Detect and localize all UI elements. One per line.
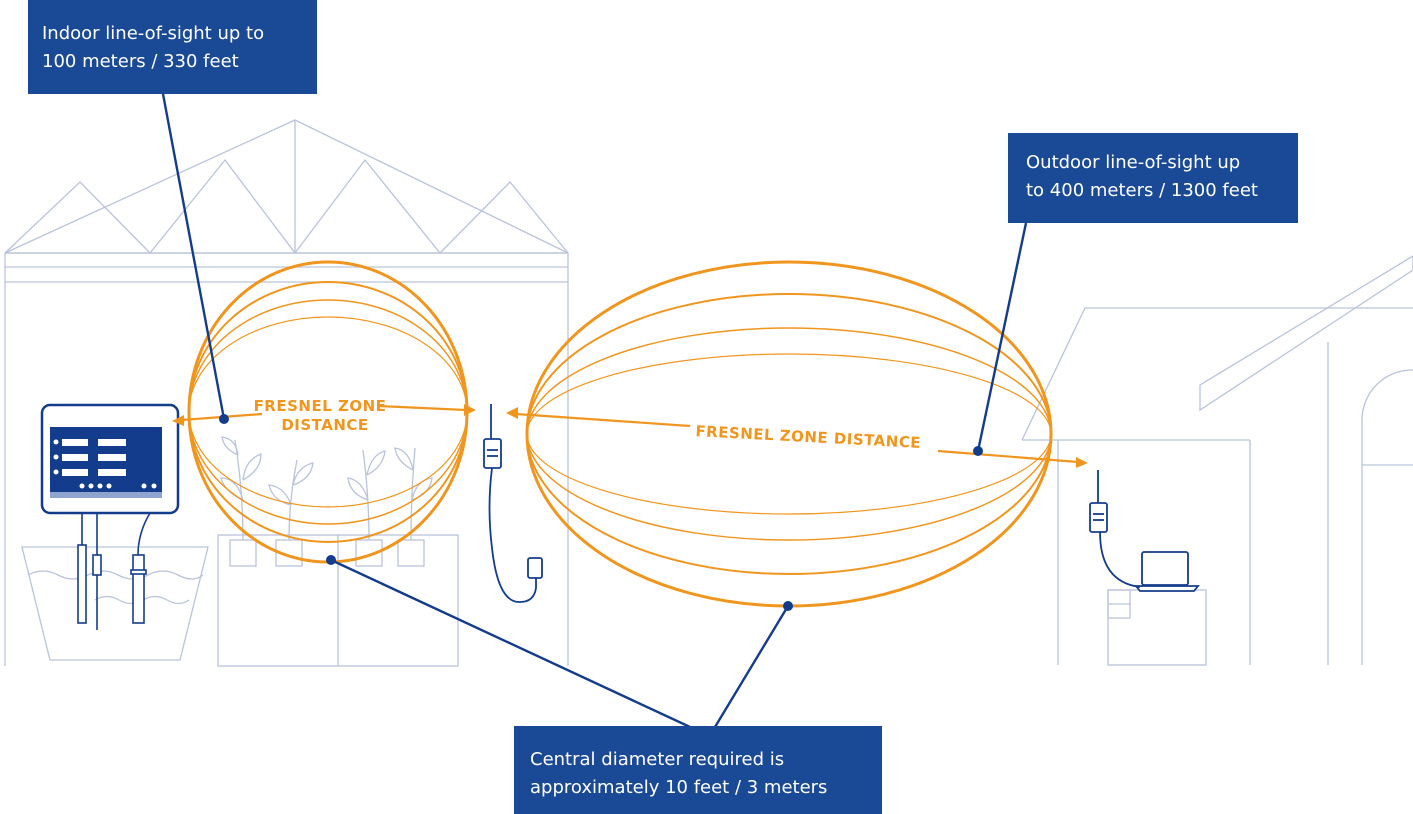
desk-icon (1107, 589, 1207, 666)
outdoor-range-callout: Outdoor line-of-sight up to 400 meters /… (1008, 133, 1298, 223)
greenhouse-icon (4, 119, 569, 667)
indoor-leader-dot (219, 414, 229, 424)
indoor-diameter-dot (326, 555, 336, 565)
plant-icon (220, 436, 433, 567)
outdoor-leader-dot (973, 446, 983, 456)
leader-lines (161, 93, 1028, 729)
diameter-line2: approximately 10 feet / 3 meters (530, 777, 828, 798)
outdoor-range-line1: Outdoor line-of-sight up (1026, 152, 1241, 173)
outdoor-range-line2: to 400 meters / 1300 feet (1026, 180, 1258, 201)
indoor-distance-arrow (172, 404, 476, 426)
indoor-zone-label: FRESNEL ZONE (254, 397, 387, 415)
diameter-line1: Central diameter required is (530, 749, 785, 770)
indoor-range-line1: Indoor line-of-sight up to (42, 23, 265, 44)
laptop-icon (1134, 551, 1200, 592)
indoor-zone-label-line2: DISTANCE (281, 416, 368, 434)
probe-icon (77, 512, 151, 630)
water-tank-icon (21, 546, 209, 661)
power-adapter-icon (527, 557, 543, 579)
controller-icon (40, 403, 180, 515)
outdoor-diameter-dot (783, 601, 793, 611)
outdoor-distance-arrow (506, 407, 1088, 468)
indoor-range-line2: 100 meters / 330 feet (42, 51, 239, 72)
transmitter-icon (483, 404, 537, 603)
outdoor-zone-label: FRESNEL ZONE DISTANCE (695, 422, 922, 452)
indoor-range-callout: Indoor line-of-sight up to 100 meters / … (28, 0, 317, 94)
receiver-icon (1089, 470, 1141, 588)
diameter-callout: Central diameter required is approximate… (514, 726, 882, 814)
